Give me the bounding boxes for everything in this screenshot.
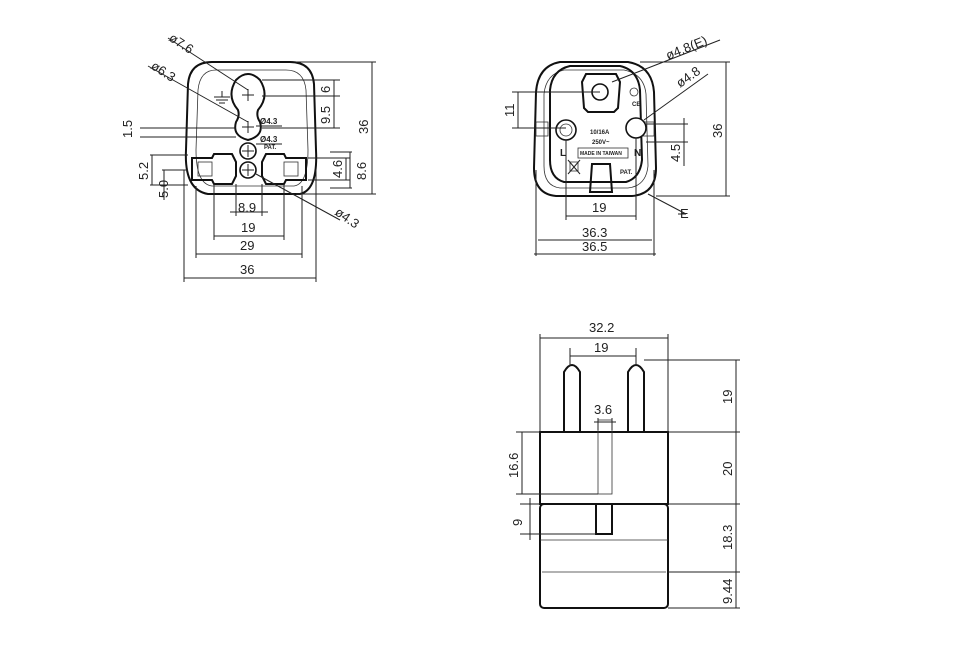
back-socket-face <box>549 65 644 183</box>
made-in: MADE IN TAIWAN <box>580 151 622 157</box>
front-view: ø7.6 ø6.3 Ø4.3 Ø4.3 PAT. ø4.3 1.5 5.2 5.… <box>120 30 376 282</box>
face-pat: PAT. <box>620 170 632 176</box>
dim-h-36-3: 36.3 <box>582 225 607 240</box>
front-socket-keyhole <box>230 73 266 142</box>
dim-v-8-6: 8.6 <box>354 162 369 180</box>
dim-h-36-5: 36.5 <box>582 239 607 254</box>
pat-mark: PAT. <box>264 145 276 151</box>
dim-d-4-3-lower: ø4.3 <box>332 204 362 231</box>
back-outer-body <box>532 61 658 197</box>
crossed-bin-icon <box>567 159 581 175</box>
dim-v-19-side: 19 <box>720 390 735 404</box>
dim-d-7-6: ø7.6 <box>166 30 196 57</box>
dim-v-9-5: 9.5 <box>318 106 333 124</box>
right-pin <box>627 364 645 432</box>
dim-h-29: 29 <box>240 238 254 253</box>
back-view: 10/16A 250V~ MADE IN TAIWAN PAT. CE L N … <box>502 33 730 256</box>
ce-mark: CE <box>632 102 640 108</box>
face-l: L <box>560 148 566 159</box>
dim-v-9-44: 9.44 <box>720 579 735 604</box>
dim-v-5-2: 5.2 <box>136 162 151 180</box>
dim-h-8-9: 8.9 <box>238 200 256 215</box>
dim-v-16-6: 16.6 <box>506 453 521 478</box>
dim-v-11: 11 <box>502 104 517 118</box>
live-pin-hole <box>555 119 577 141</box>
side-view: 32.2 19 3.6 16.6 9 19 20 18.3 9.44 <box>506 320 740 609</box>
face-n: N <box>634 148 641 159</box>
dim-d-4-3-upper: Ø4.3 <box>260 117 278 126</box>
side-lower-body <box>539 503 669 609</box>
dim-v-4-5: 4.5 <box>668 144 683 162</box>
dim-h-19: 19 <box>241 220 255 235</box>
bottom-earth-contact <box>588 163 614 193</box>
earth-strip <box>597 419 613 495</box>
front-right-slot <box>261 153 307 185</box>
front-left-slot <box>191 153 237 185</box>
left-pin <box>563 364 581 432</box>
dim-v-20: 20 <box>720 462 735 476</box>
rating-2: 250V~ <box>592 140 610 146</box>
dim-v-9: 9 <box>510 519 525 526</box>
earth-symbol-icon <box>214 91 230 104</box>
dim-h-3-6: 3.6 <box>594 402 612 417</box>
earth-contact <box>580 73 622 113</box>
earth-clip <box>595 503 613 535</box>
dim-h-19-side: 19 <box>594 340 608 355</box>
label-e: E <box>680 206 689 221</box>
dim-v-18-3: 18.3 <box>720 525 735 550</box>
dim-d-4-8: ø4.8 <box>673 63 703 90</box>
dim-v-6: 6 <box>318 86 333 93</box>
dim-v-36: 36 <box>356 120 371 134</box>
earth-circle-icon <box>629 87 639 97</box>
dim-v-36-back: 36 <box>710 124 725 138</box>
dim-h-36: 36 <box>240 262 254 277</box>
front-pin-holes <box>239 89 257 179</box>
side-upper-body <box>539 431 669 505</box>
dim-v-4-6: 4.6 <box>330 160 345 178</box>
rating-1: 10/16A <box>590 130 610 136</box>
dim-d-4-3-mid: Ø4.3 <box>260 135 278 144</box>
dim-h-32-2: 32.2 <box>589 320 614 335</box>
dim-h-19-back: 19 <box>592 200 606 215</box>
back-inner-recess <box>543 69 649 189</box>
front-inner-housing <box>195 69 309 187</box>
dim-v-1-5: 1.5 <box>120 120 135 138</box>
dim-d-4-8-e: ø4.8(E) <box>664 33 710 63</box>
neutral-pin-hole <box>625 117 647 139</box>
dim-v-5-0: 5.0 <box>156 180 171 198</box>
